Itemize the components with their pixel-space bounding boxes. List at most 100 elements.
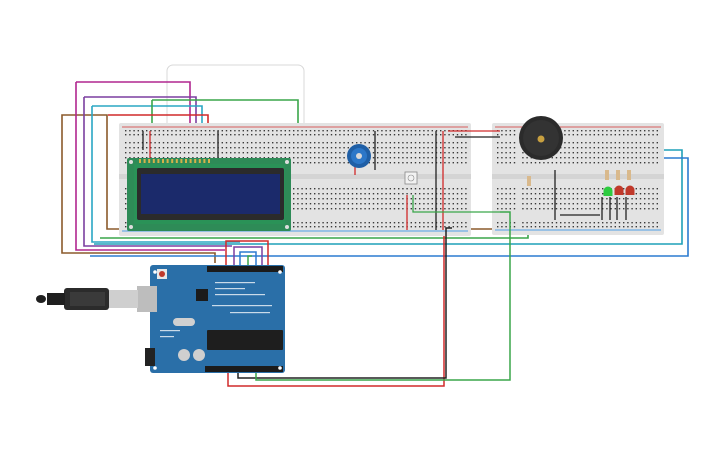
lcd-16x2[interactable] — [127, 158, 291, 231]
breadboard-secondary[interactable] — [492, 123, 664, 235]
breadboard-hole — [284, 157, 286, 159]
breadboard-hole — [351, 198, 354, 200]
breadboard-hole — [505, 147, 507, 149]
breadboard-hole — [614, 208, 616, 210]
breadboard-hole — [398, 157, 400, 159]
breadboard-hole — [385, 157, 387, 159]
wire-bundle-arduino[interactable] — [225, 240, 269, 266]
breadboard-hole — [309, 222, 312, 224]
breadboard-hole — [276, 142, 278, 144]
breadboard-hole — [183, 134, 186, 136]
breadboard-hole — [288, 147, 291, 149]
breadboard-hole — [335, 222, 337, 224]
breadboard-hole — [652, 134, 654, 136]
breadboard-hole — [606, 147, 608, 149]
breadboard-hole — [602, 152, 604, 154]
breadboard-hole — [351, 130, 354, 132]
breadboard-hole — [465, 203, 467, 205]
breadboard-hole — [326, 198, 328, 200]
resistor-buzzer[interactable] — [527, 176, 531, 186]
breadboard-hole — [452, 208, 454, 210]
breadboard-hole — [419, 198, 421, 200]
breadboard-hole — [402, 152, 404, 154]
breadboard-hole — [360, 134, 362, 136]
piezo-buzzer[interactable] — [519, 116, 563, 160]
breadboard-hole — [322, 142, 324, 144]
breadboard-hole — [162, 134, 165, 136]
potentiometer[interactable] — [347, 144, 371, 168]
breadboard-hole — [330, 142, 333, 144]
breadboard-hole — [406, 152, 408, 154]
arduino-uno[interactable] — [137, 265, 285, 373]
breadboard-hole — [356, 222, 358, 224]
usb-cable[interactable] — [36, 288, 138, 310]
breadboard-hole — [431, 162, 433, 164]
breadboard-hole — [284, 152, 286, 154]
breadboard-hole — [188, 147, 190, 149]
breadboard-hole — [589, 208, 591, 210]
breadboard-hole — [251, 134, 253, 136]
breadboard-hole — [305, 203, 307, 205]
wire-bundle-bottom[interactable] — [227, 211, 511, 387]
breadboard-hole — [423, 147, 425, 149]
breadboard-hole — [539, 188, 541, 190]
breadboard-hole — [652, 130, 654, 132]
breadboard-hole — [513, 157, 516, 159]
breadboard-hole — [125, 147, 127, 149]
breadboard-hole — [448, 162, 450, 164]
breadboard-hole — [414, 208, 417, 210]
breadboard-jumpers[interactable] — [142, 130, 627, 230]
breadboard-hole — [377, 226, 379, 228]
breadboard-hole — [631, 203, 633, 205]
breadboard-hole — [505, 198, 507, 200]
breadboard-hole — [364, 130, 366, 132]
breadboard-hole — [444, 198, 446, 200]
pushbutton[interactable] — [404, 171, 418, 185]
breadboard-hole — [534, 203, 537, 205]
breadboard-hole — [351, 193, 354, 195]
breadboard-hole — [597, 226, 600, 228]
breadboard-hole — [423, 157, 425, 159]
breadboard-hole — [360, 226, 362, 228]
breadboard-hole — [230, 157, 232, 159]
breadboard-hole — [456, 226, 459, 228]
breadboard-hole — [440, 203, 442, 205]
breadboard-hole — [293, 226, 295, 228]
breadboard-hole — [589, 134, 591, 136]
breadboard-hole — [179, 130, 181, 132]
breadboard-hole — [141, 152, 144, 154]
breadboard-hole — [322, 198, 324, 200]
led-resistors[interactable] — [605, 170, 631, 180]
breadboard-hole — [589, 226, 591, 228]
breadboard-hole — [564, 134, 566, 136]
breadboard-hole — [423, 193, 425, 195]
breadboard-hole — [393, 203, 396, 205]
wire-brown — [61, 114, 498, 263]
breadboard-hole — [539, 193, 541, 195]
breadboard-hole — [652, 193, 654, 195]
red-led-1[interactable] — [614, 185, 624, 196]
breadboard-hole — [351, 226, 354, 228]
breadboard-hole — [339, 226, 341, 228]
breadboard-hole — [564, 142, 566, 144]
breadboard-hole — [631, 130, 633, 132]
breadboard-hole — [639, 142, 642, 144]
green-led[interactable] — [603, 186, 613, 197]
breadboard-hole — [402, 134, 404, 136]
breadboard-hole — [576, 134, 579, 136]
breadboard-hole — [330, 130, 333, 132]
breadboard-hole — [639, 203, 642, 205]
breadboard-hole — [402, 208, 404, 210]
breadboard-hole — [551, 222, 553, 224]
breadboard-hole — [618, 203, 621, 205]
breadboard-hole — [560, 222, 562, 224]
breadboard-hole — [309, 188, 312, 190]
breadboard-hole — [356, 226, 358, 228]
breadboard-hole — [314, 198, 316, 200]
breadboard-hole — [162, 142, 165, 144]
breadboard-hole — [133, 134, 135, 136]
breadboard-hole — [309, 162, 312, 164]
red-led-2[interactable] — [625, 185, 635, 196]
breadboard-hole — [125, 208, 127, 210]
